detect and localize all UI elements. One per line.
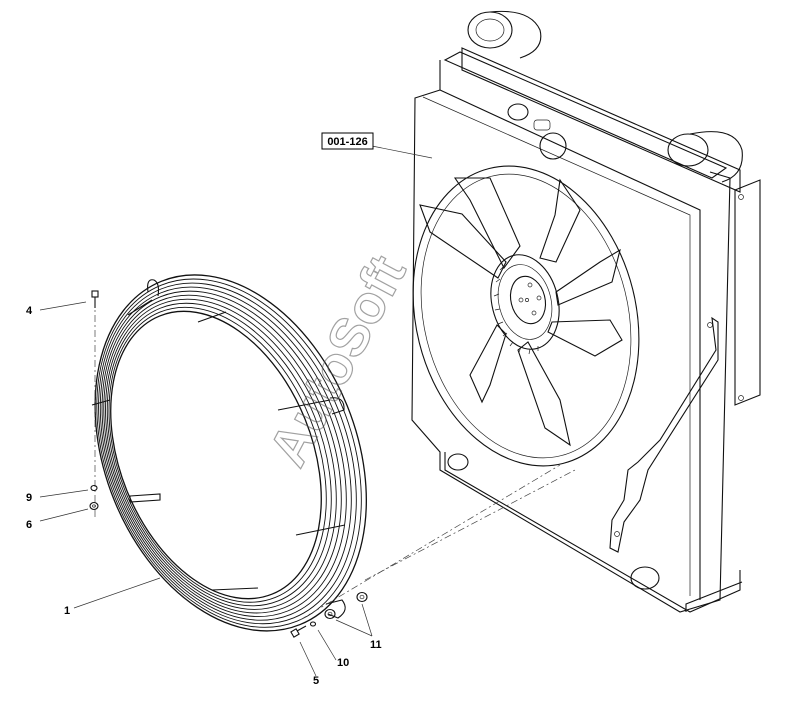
assembly-label: 001-126	[327, 136, 367, 148]
fan-guard	[91, 274, 367, 632]
washer-part-11	[324, 591, 368, 620]
radiator-assembly	[411, 10, 761, 613]
bolt-part-4	[91, 290, 99, 308]
fan	[419, 177, 623, 447]
top-right-cap	[667, 131, 743, 183]
leader-lines	[39, 145, 576, 677]
callout-10: 10	[337, 657, 349, 669]
callout-5: 5	[313, 675, 319, 687]
guard-ring	[94, 274, 367, 632]
guard-ring	[99, 286, 352, 621]
guard-ring	[98, 282, 357, 625]
washer-part-9	[90, 484, 98, 492]
watermark: AutoSoft	[257, 246, 418, 477]
bolt-part-5	[290, 625, 307, 638]
fan-shroud	[412, 165, 640, 467]
fan-hub	[490, 254, 560, 355]
guard-ring	[101, 290, 347, 618]
callout-9: 9	[26, 492, 32, 504]
callout-6: 6	[26, 519, 32, 531]
guard-ring	[110, 310, 322, 600]
assembly-label-box: 001-126	[321, 132, 374, 150]
fan-blades	[419, 177, 623, 447]
guard-ring	[96, 278, 362, 628]
watermark-text: AutoSoft	[258, 246, 418, 475]
nut-part-6	[89, 501, 99, 511]
callout-4: 4	[26, 305, 33, 317]
callout-11: 11	[370, 639, 382, 651]
washer-part-10	[309, 621, 317, 627]
guard-ring	[103, 294, 342, 614]
guard-ring	[105, 298, 337, 610]
guard-ring	[108, 306, 327, 603]
top-left-cap	[467, 10, 542, 59]
guard-ring	[106, 302, 332, 607]
callout-1: 1	[64, 605, 70, 617]
